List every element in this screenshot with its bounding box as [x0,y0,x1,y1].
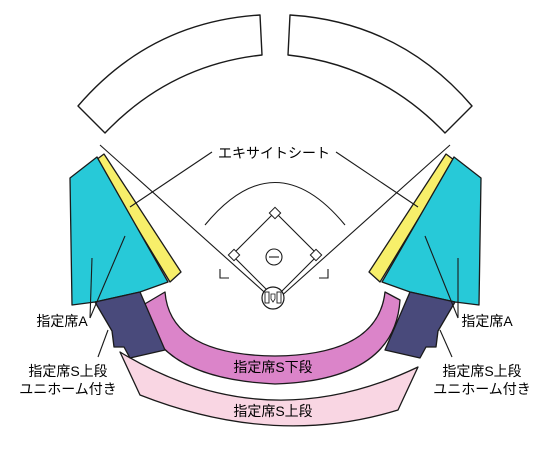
label-seat-s-lower: 指定席S下段 [233,359,312,375]
label-seat-a-right: 指定席A [461,313,513,329]
section-seat-s-upper[interactable] [119,351,419,427]
leader-lines [89,151,459,358]
label-seat-a-left: 指定席A [36,313,88,329]
outfield-stand-right [287,14,473,134]
label-uniform-right-line2: ユニホーム付き [433,381,531,397]
label-uniform-left-line1: 指定席S上段 [28,363,107,379]
section-uniform-seat-right[interactable] [384,291,456,359]
section-seat-s-lower[interactable] [142,291,401,385]
section-excite-seat-right[interactable] [368,153,455,283]
section-uniform-seat-left[interactable] [94,291,166,359]
outfield-stand-left [77,14,263,134]
label-excite-seat: エキサイトシート [218,145,330,161]
home-plate-area [261,286,285,310]
label-uniform-left-line2: ユニホーム付き [19,381,117,397]
label-uniform-right-line1: 指定席S上段 [442,363,521,379]
label-seat-s-upper: 指定席S上段 [233,403,312,419]
field-lines [99,144,451,310]
